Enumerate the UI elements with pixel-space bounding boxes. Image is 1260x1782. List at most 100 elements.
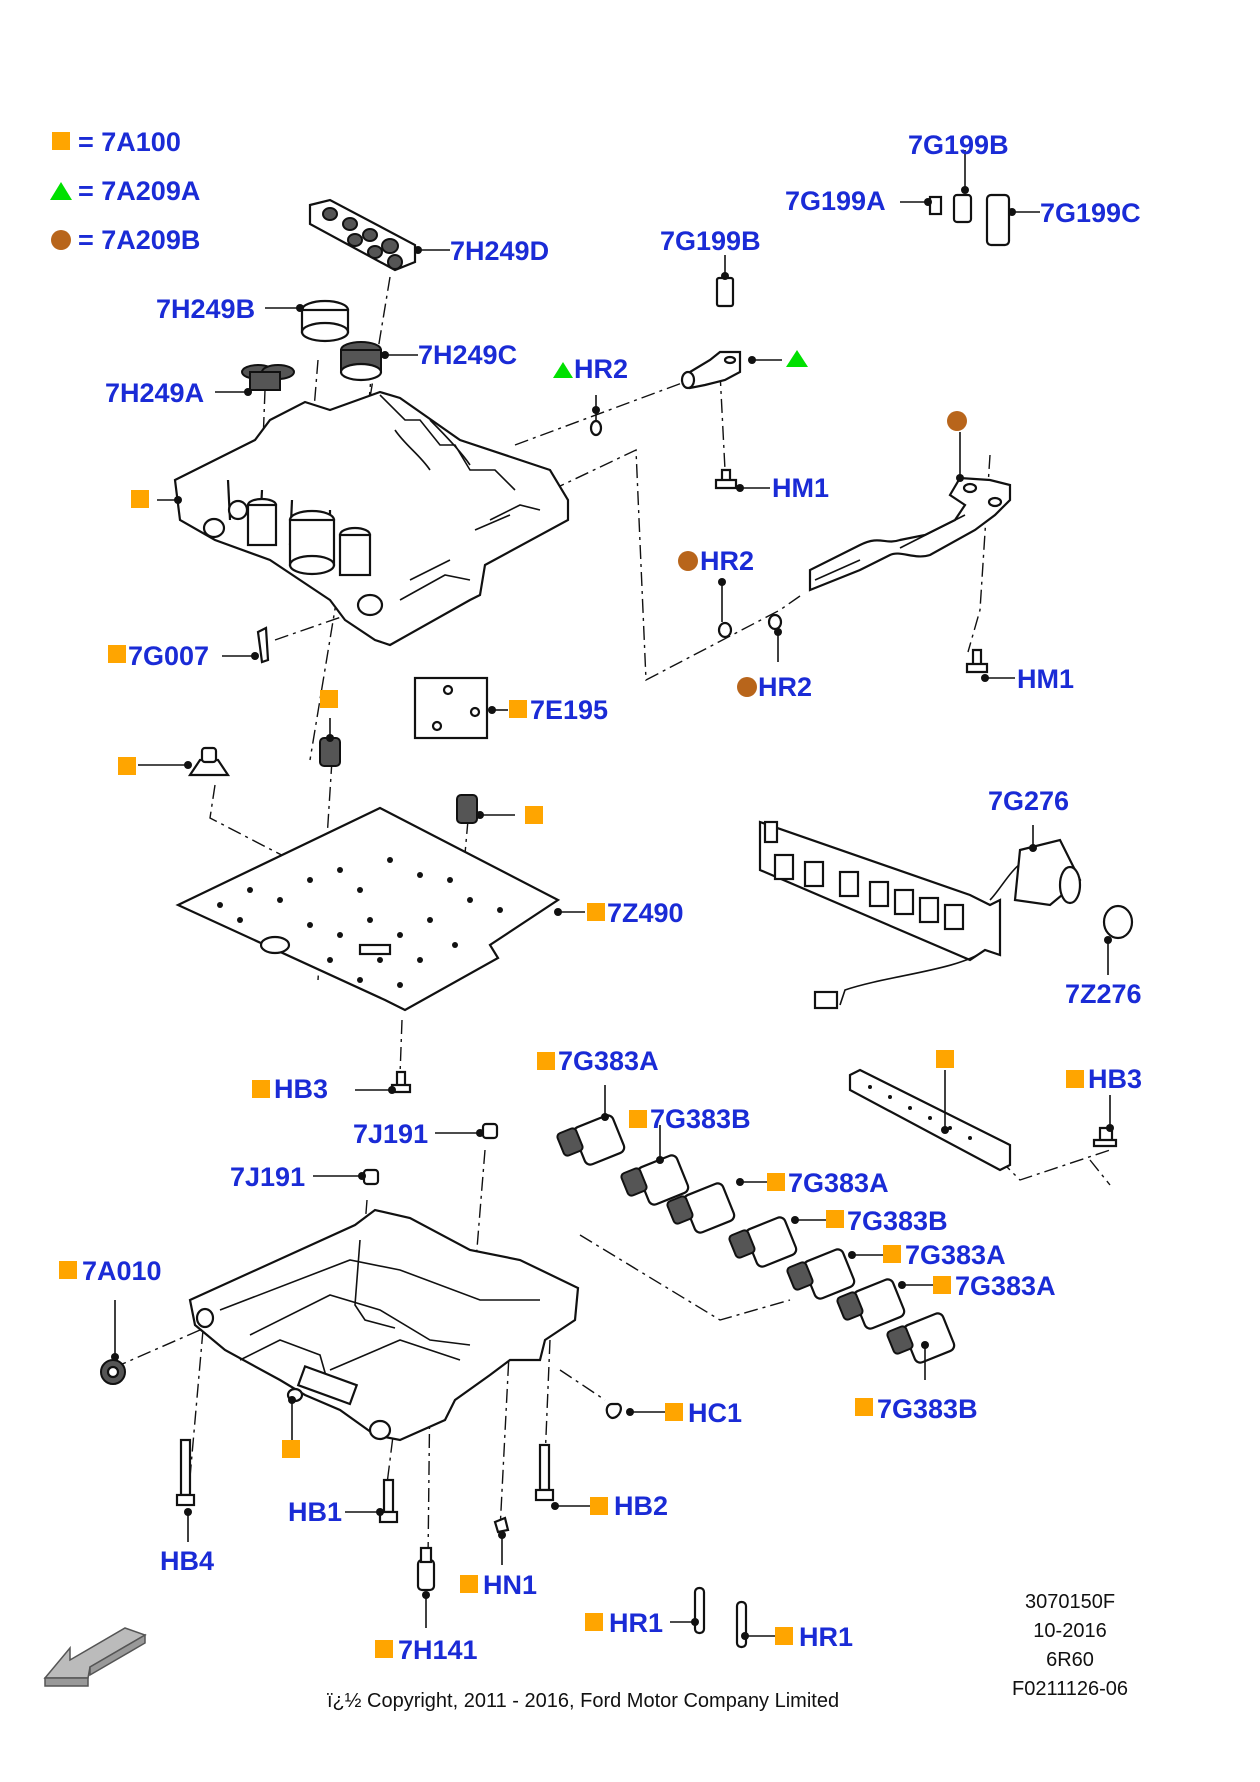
callout-7g276: 7G276 [988, 786, 1069, 816]
7h249d-seal-strip [308, 198, 417, 272]
callout-7h249d: 7H249D [450, 236, 549, 266]
square-marker [1066, 1070, 1084, 1088]
legend-square-marker [52, 132, 70, 150]
callout-hm1-a: HM1 [772, 473, 829, 503]
square-marker [665, 1403, 683, 1421]
callout-7g199a: 7G199A [785, 186, 886, 216]
callout-7g383b-2: 7G383B [847, 1206, 948, 1236]
reference-number: 3070150F [1025, 1591, 1115, 1613]
7e195-plate [413, 676, 489, 740]
callout-7g383a-3: 7G383A [905, 1240, 1006, 1270]
legend-triangle-marker [50, 182, 72, 200]
reference-transmission: 6R60 [1046, 1649, 1094, 1671]
square-marker [131, 490, 149, 508]
square-marker [537, 1052, 555, 1070]
legend-text-7A100: = 7A100 [78, 127, 181, 157]
square-marker [59, 1261, 77, 1279]
7g276-wiring-harness [758, 820, 1134, 1010]
square-marker [587, 903, 605, 921]
lower-valve-body [188, 1208, 580, 1442]
solenoid-bracket [848, 1068, 1118, 1172]
square-marker [629, 1110, 647, 1128]
7z490-separator-plate [175, 806, 561, 1012]
legend-text-7A209A: = 7A209A [78, 176, 200, 206]
circle-marker [678, 551, 698, 571]
callout-7g199b-top: 7G199B [908, 130, 1009, 160]
callout-hn1: HN1 [483, 1570, 537, 1600]
copyright-text: ï¿½ Copyright, 2011 - 2016, Ford Motor C… [327, 1690, 839, 1712]
markers [59, 350, 1084, 1658]
circle-marker [737, 677, 757, 697]
callout-hc1: HC1 [688, 1398, 742, 1428]
leader-lines [111, 150, 1114, 1640]
callout-7g383a-2: 7G383A [788, 1168, 889, 1198]
triangle-marker [786, 350, 808, 367]
square-marker [585, 1613, 603, 1631]
square-marker [933, 1276, 951, 1294]
callout-hr2-circle-1: HR2 [700, 546, 754, 576]
callout-hr1-b: HR1 [799, 1622, 853, 1652]
callout-hm1-b: HM1 [1017, 664, 1074, 694]
square-marker [826, 1210, 844, 1228]
triangle-marker [553, 362, 573, 378]
callout-7h249a: 7H249A [105, 378, 204, 408]
square-marker [108, 645, 126, 663]
callout-hb2: HB2 [614, 1491, 668, 1521]
callout-7g007: 7G007 [128, 641, 209, 671]
callout-7h249b: 7H249B [156, 294, 255, 324]
callout-7e195: 7E195 [530, 695, 608, 725]
callout-7a010: 7A010 [82, 1256, 162, 1286]
footer: ï¿½ Copyright, 2011 - 2016, Ford Motor C… [327, 1591, 1128, 1712]
reference-date: 10-2016 [1033, 1620, 1106, 1642]
square-marker [775, 1627, 793, 1645]
callout-labels: 7G199B 7G199A 7G199C 7H249D 7G199B 7H249… [82, 130, 1142, 1665]
o-rings [589, 419, 783, 639]
transfer-tube [808, 476, 1012, 592]
square-marker [936, 1050, 954, 1068]
callout-7g383a-4: 7G383A [955, 1271, 1056, 1301]
square-marker [855, 1398, 873, 1416]
callout-hr2-triangle: HR2 [574, 354, 628, 384]
callout-7g199c: 7G199C [1040, 198, 1141, 228]
legend-text-7A209B: = 7A209B [78, 225, 200, 255]
reference-figure-id: F0211126-06 [1012, 1678, 1128, 1700]
callout-7g383b-3: 7G383B [877, 1394, 978, 1424]
callout-7h141: 7H141 [398, 1635, 478, 1665]
callout-7z276: 7Z276 [1065, 979, 1142, 1009]
upper-valve-body [173, 390, 570, 647]
square-marker [883, 1245, 901, 1263]
square-marker [590, 1497, 608, 1515]
7h249c-seal [339, 341, 383, 382]
callout-7g383a-1: 7G383A [558, 1046, 659, 1076]
front-direction-arrow-icon [43, 1627, 147, 1687]
7h249b-seal [300, 299, 350, 343]
square-marker [767, 1173, 785, 1191]
circle-marker [947, 411, 967, 431]
callout-7h249c: 7H249C [418, 340, 517, 370]
square-marker [118, 757, 136, 775]
square-marker [525, 806, 543, 824]
legend: = 7A100 = 7A209A = 7A209B [50, 127, 200, 255]
lower-bolts [175, 1402, 622, 1592]
check-ball-parts [187, 737, 478, 824]
square-marker [460, 1575, 478, 1593]
callout-hb4: HB4 [160, 1546, 214, 1576]
callout-7z490: 7Z490 [607, 898, 684, 928]
callout-hb3-right: HB3 [1088, 1064, 1142, 1094]
square-marker [509, 700, 527, 718]
7h249a-seal [241, 364, 295, 391]
callout-hr2-circle-2: HR2 [758, 672, 812, 702]
callout-7g383b-1: 7G383B [650, 1104, 751, 1134]
7a010-plug [100, 1359, 126, 1385]
square-marker [282, 1440, 300, 1458]
solenoids-7g383 [556, 1114, 956, 1364]
square-marker [320, 690, 338, 708]
square-marker [375, 1640, 393, 1658]
7g007-clip [256, 626, 270, 664]
callout-7j191-b: 7J191 [230, 1162, 305, 1192]
callout-hb1: HB1 [288, 1497, 342, 1527]
hr1-pins [693, 1586, 748, 1649]
square-marker [252, 1080, 270, 1098]
legend-circle-marker [51, 230, 71, 250]
